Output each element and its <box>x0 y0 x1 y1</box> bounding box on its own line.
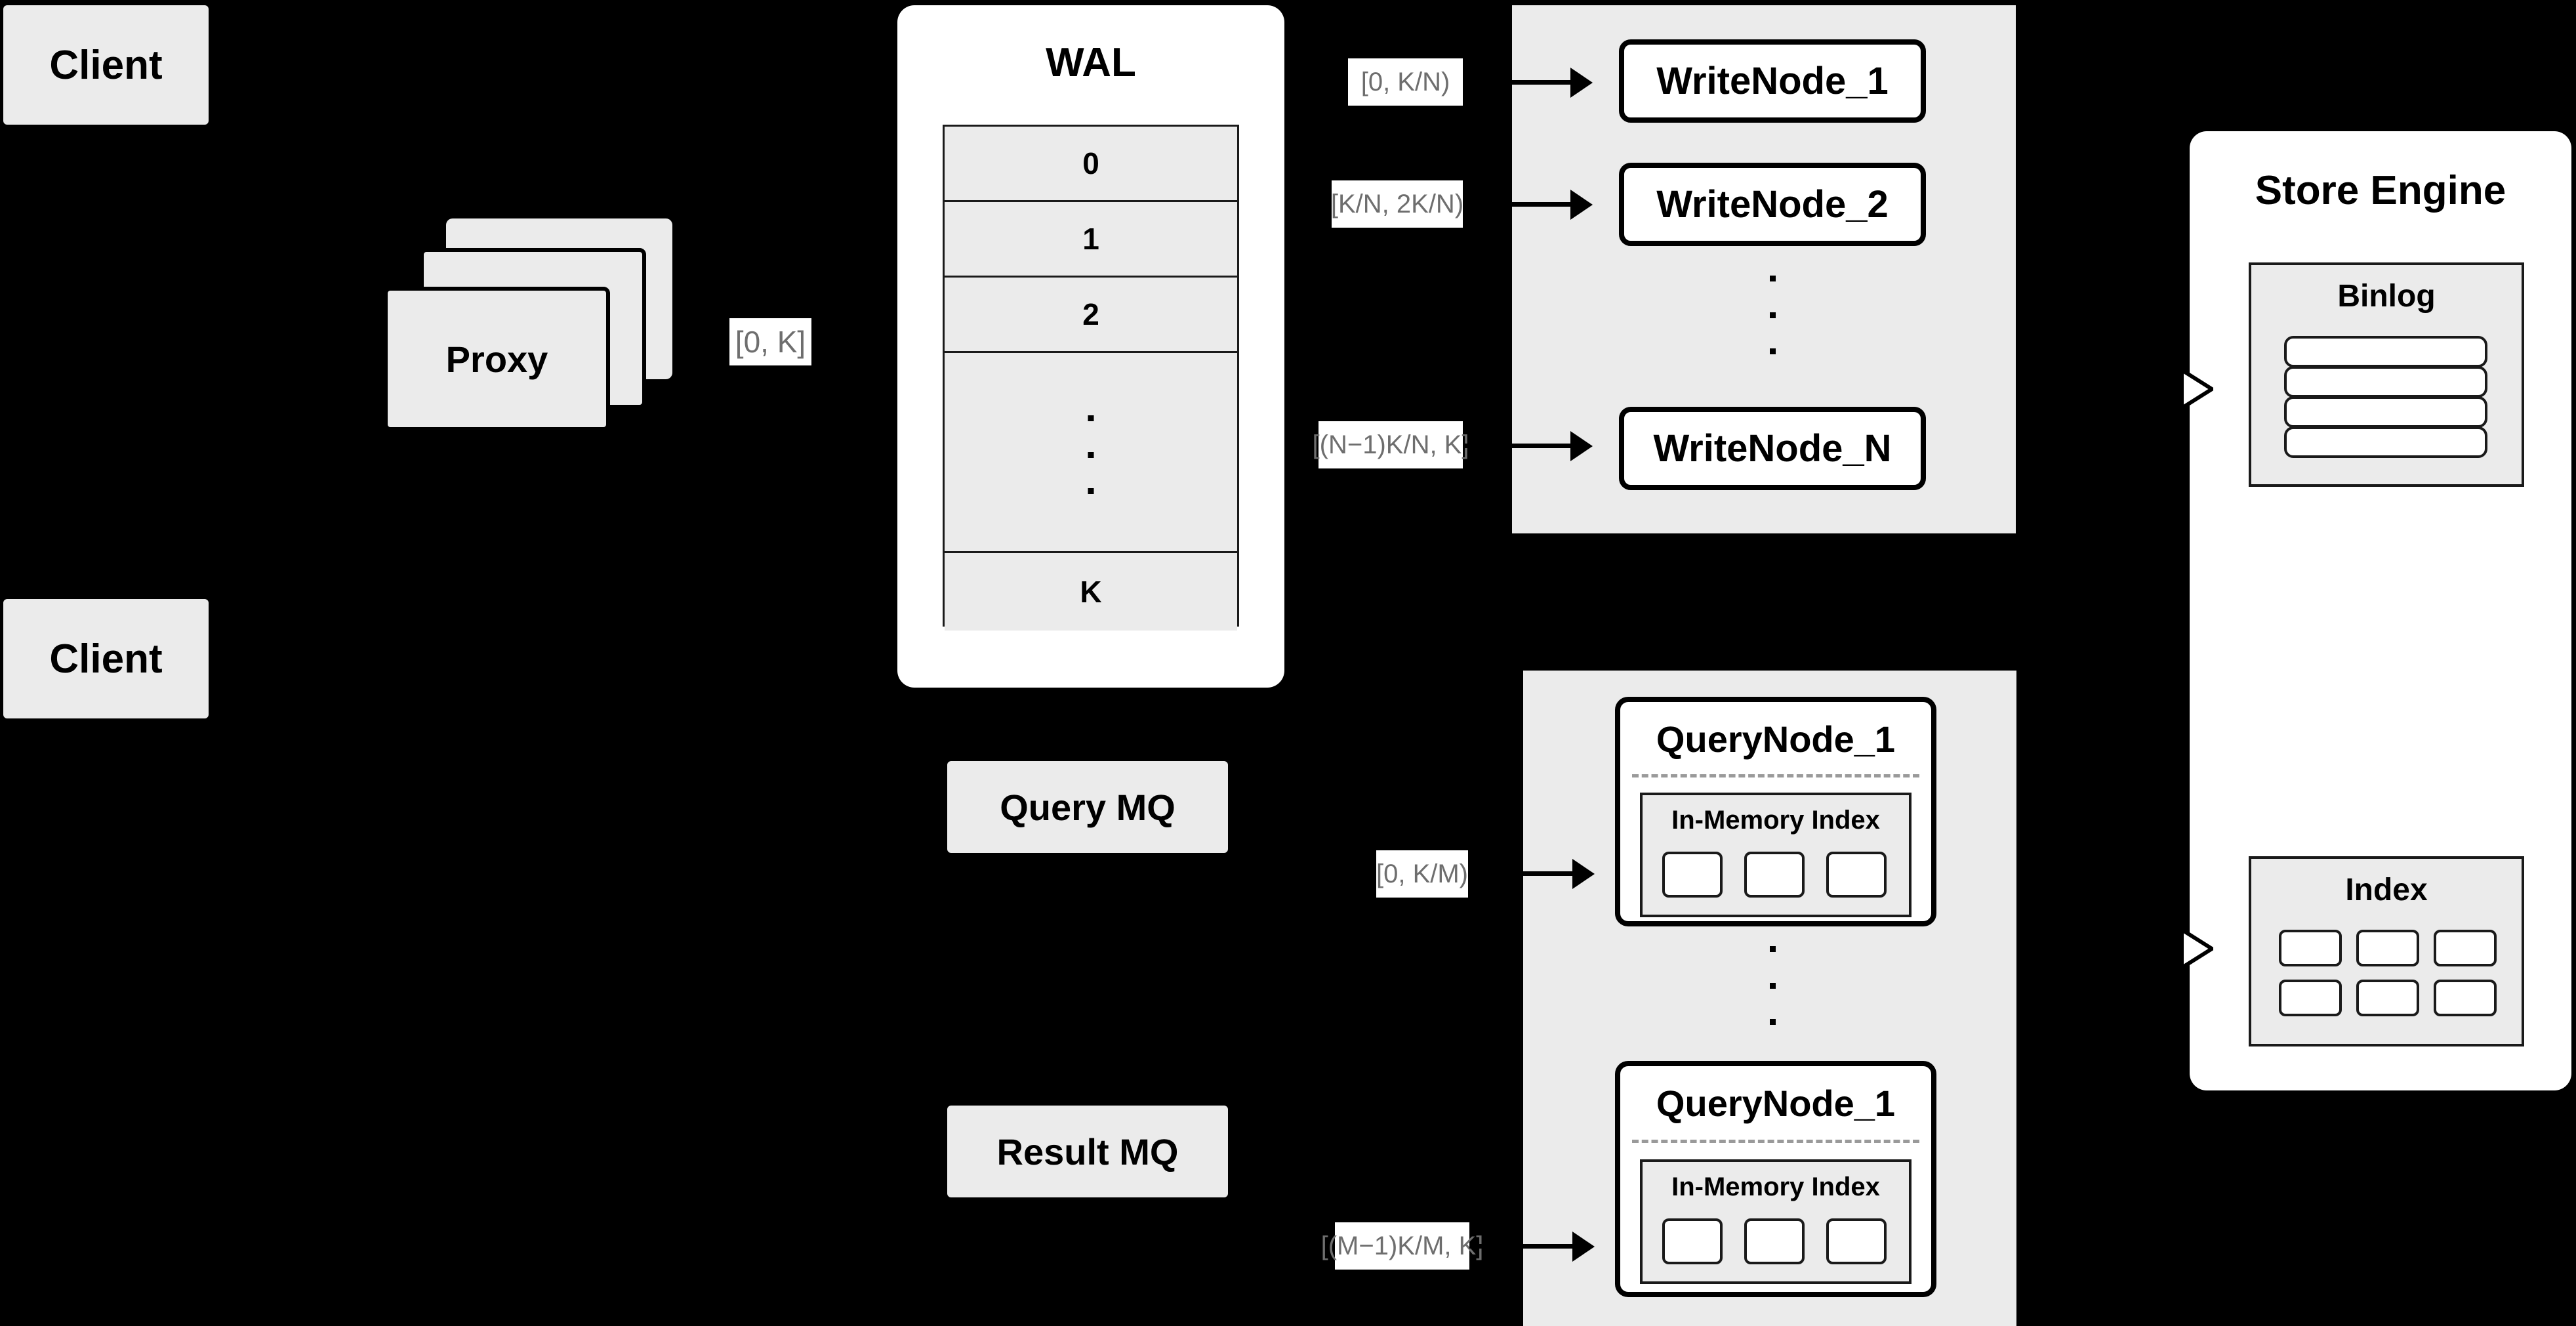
proxy-card-front[interactable]: Proxy <box>384 287 610 431</box>
client-label: Client <box>49 42 163 88</box>
index-slot[interactable] <box>1744 1218 1805 1264</box>
querynode-separator <box>1632 1140 1919 1143</box>
client-label: Client <box>49 636 163 682</box>
index-slot[interactable] <box>2279 980 2342 1016</box>
querynode-title: QueryNode_1 <box>1656 1083 1896 1124</box>
writenode-arrow-line-n <box>1463 444 1574 448</box>
index-slot[interactable] <box>1826 852 1887 898</box>
index-slot[interactable] <box>2356 930 2419 966</box>
index-slot[interactable] <box>1744 852 1805 898</box>
querynode-title: QueryNode_1 <box>1656 718 1896 760</box>
index-slot[interactable] <box>1826 1218 1887 1264</box>
index-slot[interactable] <box>1662 852 1723 898</box>
index-title: Index <box>2345 873 2428 907</box>
proxy-range-label: [0, K] <box>729 318 811 365</box>
querynode-arrow-line-2 <box>1469 1244 1576 1249</box>
binlog-row[interactable] <box>2284 396 2487 428</box>
querynode-arrow-head-1 <box>1572 859 1595 889</box>
index-slot[interactable] <box>2356 980 2419 1016</box>
writenode-range-label-n: [(N−1)K/N, K] <box>1313 421 1469 468</box>
wal-row[interactable]: 2 <box>945 278 1237 353</box>
binlog-arrow-line <box>2125 387 2188 390</box>
writenode-arrow-head-n <box>1570 431 1593 461</box>
querynode-arrow-head-2 <box>1572 1232 1595 1262</box>
wal-row[interactable]: 0 <box>945 127 1237 202</box>
binlog-box: Binlog <box>2249 262 2524 487</box>
querynode-box-1[interactable]: QueryNode_1 In-Memory Index <box>1615 697 1936 926</box>
index-slot[interactable] <box>2279 930 2342 966</box>
in-memory-index-box-1: In-Memory Index <box>1640 793 1912 917</box>
wal-vertical-ellipsis-icon <box>1088 415 1094 494</box>
binlog-row[interactable] <box>2284 366 2487 398</box>
querynode-separator <box>1632 774 1919 777</box>
querynode-vertical-ellipsis-icon <box>1769 946 1776 1025</box>
writenode-arrow-head-2 <box>1570 190 1593 220</box>
client-box-2[interactable]: Client <box>3 599 209 718</box>
index-slot[interactable] <box>2434 980 2497 1016</box>
writenode-vertical-ellipsis-icon <box>1769 276 1776 354</box>
index-box: Index <box>2249 856 2524 1046</box>
wal-row[interactable]: 1 <box>945 202 1237 278</box>
index-arrow-line <box>2125 947 2188 950</box>
index-slot[interactable] <box>1662 1218 1723 1264</box>
wal-row-ellipsis <box>945 353 1237 553</box>
store-engine-title: Store Engine <box>2255 167 2506 213</box>
in-memory-index-title: In-Memory Index <box>1671 1172 1880 1201</box>
querynode-range-label-2: [(M−1)K/M, K] <box>1321 1222 1483 1270</box>
in-memory-index-title: In-Memory Index <box>1671 806 1880 835</box>
writenode-arrow-line-2 <box>1463 202 1574 207</box>
writenode-box-n[interactable]: WriteNode_N <box>1619 407 1926 490</box>
index-slot[interactable] <box>2434 930 2497 966</box>
writenode-arrow-head-1 <box>1570 68 1593 98</box>
querynode-range-label-1: [0, K/M) <box>1376 850 1468 898</box>
wal-title: WAL <box>1046 39 1136 85</box>
writenode-box-2[interactable]: WriteNode_2 <box>1619 163 1926 246</box>
writenode-box-1[interactable]: WriteNode_1 <box>1619 39 1926 123</box>
proxy-label: Proxy <box>445 338 548 380</box>
result-mq-box[interactable]: Result MQ <box>947 1106 1228 1197</box>
wal-table: 0 1 2 K <box>943 125 1239 631</box>
writenode-range-label-1: [0, K/N) <box>1348 58 1463 106</box>
binlog-row[interactable] <box>2284 336 2487 367</box>
query-mq-box[interactable]: Query MQ <box>947 761 1228 853</box>
querynode-arrow-line-1 <box>1468 871 1576 876</box>
wal-row[interactable]: K <box>945 553 1237 631</box>
in-memory-index-box-2: In-Memory Index <box>1640 1159 1912 1284</box>
client-box-1[interactable]: Client <box>3 5 209 125</box>
binlog-row[interactable] <box>2284 426 2487 458</box>
binlog-title: Binlog <box>2337 279 2436 314</box>
writenode-arrow-line-1 <box>1463 80 1574 85</box>
querynode-box-2[interactable]: QueryNode_1 In-Memory Index <box>1615 1061 1936 1297</box>
writenode-range-label-2: [K/N, 2K/N) <box>1331 180 1463 228</box>
